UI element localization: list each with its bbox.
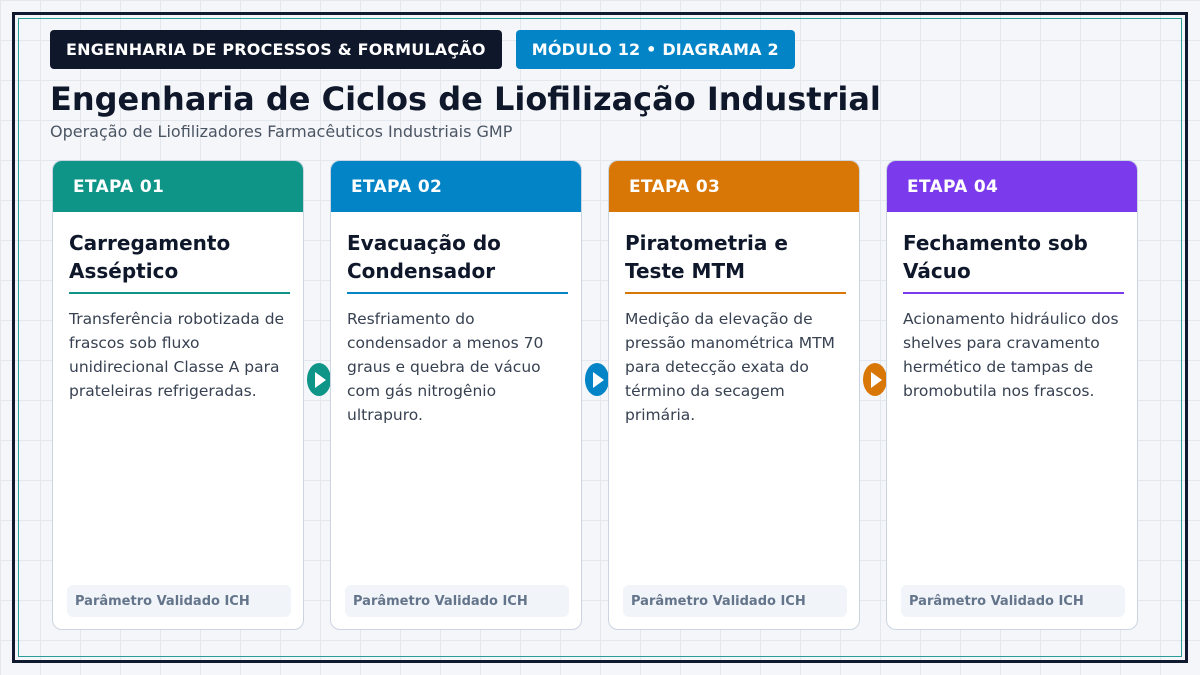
- step-card-2: ETAPA 02 Evacuação do Condensador Resfri…: [330, 160, 582, 630]
- page-title: Engenharia de Ciclos de Liofilização Ind…: [50, 80, 881, 118]
- inner-frame: [18, 18, 1182, 657]
- step-divider-3: [625, 292, 846, 294]
- step-description-1: Transferência robotizada de frascos sob …: [69, 310, 285, 400]
- step-header-2: ETAPA 02: [331, 161, 581, 212]
- step-header-4: ETAPA 04: [887, 161, 1137, 212]
- module-badge: MÓDULO 12 • DIAGRAMA 2: [515, 30, 795, 69]
- category-badge: ENGENHARIA DE PROCESSOS & FORMULAÇÃO: [50, 30, 502, 69]
- page-subtitle: Operação de Liofilizadores Farmacêuticos…: [50, 122, 513, 141]
- step-card-1: ETAPA 01 Carregamento Asséptico Transfer…: [52, 160, 304, 630]
- step-card-4: ETAPA 04 Fechamento sob Vácuo Acionament…: [886, 160, 1138, 630]
- step-footer-3: Parâmetro Validado ICH: [623, 585, 847, 617]
- step-title-3: Piratometria e Teste MTM: [625, 231, 788, 283]
- header-badges: ENGENHARIA DE PROCESSOS & FORMULAÇÃO MÓD…: [50, 30, 795, 69]
- arrow-icon-2: [585, 363, 609, 396]
- step-title-1: Carregamento Asséptico: [69, 231, 231, 283]
- step-description-3: Medição da elevação de pressão manométri…: [625, 310, 835, 424]
- step-title-2: Evacuação do Condensador: [347, 231, 501, 283]
- outer-frame: [12, 12, 1188, 663]
- step-header-1: ETAPA 01: [53, 161, 303, 212]
- step-description-2: Resfriamento do condensador a menos 70 g…: [347, 310, 544, 424]
- step-footer-4: Parâmetro Validado ICH: [901, 585, 1125, 617]
- step-title-4: Fechamento sob Vácuo: [903, 231, 1088, 283]
- step-header-3: ETAPA 03: [609, 161, 859, 212]
- step-card-3: ETAPA 03 Piratometria e Teste MTM Mediçã…: [608, 160, 860, 630]
- step-description-4: Acionamento hidráulico dos shelves para …: [903, 310, 1119, 400]
- step-footer-2: Parâmetro Validado ICH: [345, 585, 569, 617]
- step-divider-2: [347, 292, 568, 294]
- step-divider-4: [903, 292, 1124, 294]
- arrow-icon-3: [863, 363, 887, 396]
- step-footer-1: Parâmetro Validado ICH: [67, 585, 291, 617]
- arrow-icon-1: [307, 363, 331, 396]
- step-divider-1: [69, 292, 290, 294]
